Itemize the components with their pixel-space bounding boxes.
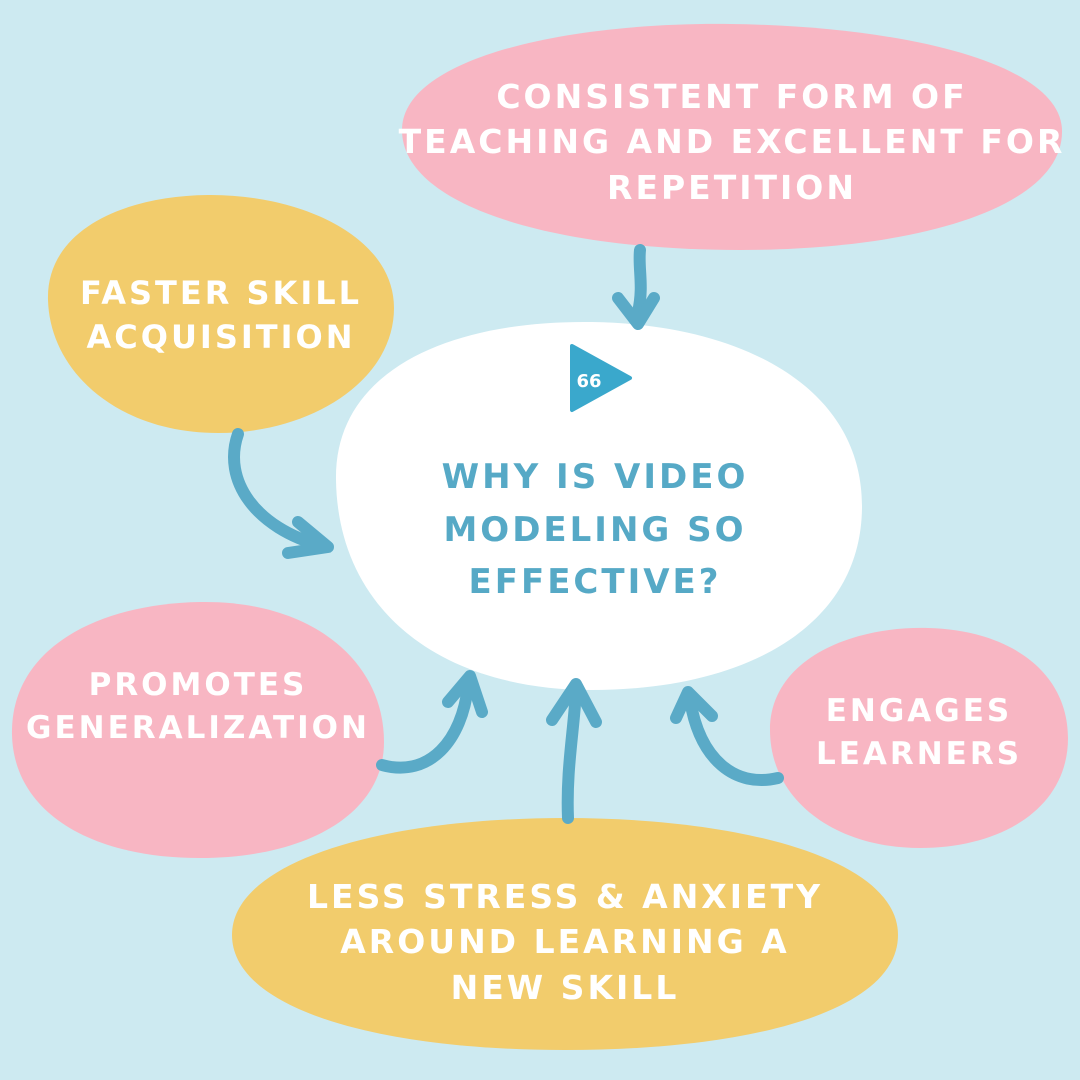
node-bottom-text: Less stress & anxiety around learning a … (232, 862, 898, 1022)
node-top-text: Consistent form of teaching and excellen… (399, 62, 1063, 222)
node-bottom-line-3: new skill (450, 967, 680, 1007)
blob-top-pink (402, 23, 1063, 250)
node-top-line-3: repetition (607, 167, 857, 207)
node-top-left-line-1: Faster skill (80, 273, 362, 312)
center-line-1: Why is video (441, 456, 749, 497)
blob-bottom-yellow (232, 818, 898, 1050)
center-question: Why is video modeling so effective? (380, 435, 810, 625)
arrow-right-to-center (670, 686, 784, 786)
center-line-3: effective? (468, 562, 722, 603)
arrow-top-left-to-center (228, 428, 334, 559)
logo-glyph: 66 (576, 371, 601, 392)
node-top-left-text: Faster skill acquisition (48, 260, 394, 370)
node-right-line-1: Engages (825, 693, 1013, 730)
node-left-text: Promotes generalization (12, 652, 384, 762)
blob-center-white (335, 321, 863, 690)
node-top-line-2: teaching and excellent for (398, 122, 1066, 162)
node-top-left-line-2: acquisition (86, 318, 356, 356)
center-line-2: modeling so (443, 509, 747, 550)
node-right-text: Engages learners (770, 678, 1068, 788)
node-left-line-2: generalization (26, 710, 370, 746)
blob-top-left-yellow (47, 194, 394, 433)
node-right-line-2: learners (815, 736, 1023, 772)
node-bottom-line-2: around learning a (340, 922, 790, 962)
node-left-line-1: Promotes (88, 667, 308, 704)
blob-right-pink (770, 627, 1068, 848)
arrow-left-to-center (376, 670, 488, 774)
quote-play-icon: 66 (570, 344, 632, 412)
arrow-bottom-to-center (546, 678, 602, 824)
node-top-line-1: Consistent form of (496, 76, 968, 116)
blob-left-pink (11, 601, 384, 858)
arrow-top-to-center (612, 244, 660, 330)
node-bottom-line-1: Less stress & anxiety (307, 876, 823, 916)
